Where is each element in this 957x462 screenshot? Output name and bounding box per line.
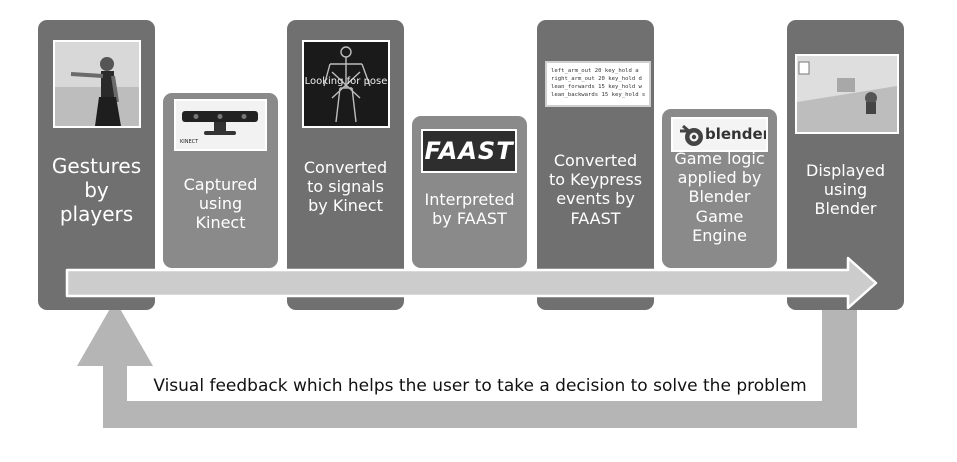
skeleton-icon (323, 46, 371, 123)
step-card-keypress: left_arm_out 20 key_hold a right_arm_out… (537, 20, 654, 310)
kinect-label: KINECT (180, 139, 199, 145)
step-card-converted-signals: Looking for pose Converted to signals by… (287, 20, 404, 310)
faast-logo: FAAST (421, 129, 517, 173)
blender-logo: blender (671, 117, 768, 152)
game-scene-screenshot (795, 54, 899, 134)
step-card-gestures: Gestures by players (38, 20, 155, 310)
game-scene-icon (797, 56, 897, 132)
step-label-captured: Captured using Kinect (183, 175, 258, 233)
step-label-game-logic: Game logic applied by Blender Game Engin… (674, 149, 765, 245)
child-gesture-photo (53, 40, 141, 128)
step-card-displayed: Displayed using Blender (787, 20, 904, 310)
keypress-config-lines: left_arm_out 20 key_hold a right_arm_out… (551, 68, 646, 98)
step-card-game-logic: blender Game logic applied by Blender Ga… (662, 109, 777, 268)
kinect-device-icon (182, 111, 258, 135)
step-label-converted-signals: Converted to signals by Kinect (303, 158, 388, 216)
blender-icon (680, 124, 703, 146)
child-figure-icon (55, 42, 139, 126)
keypress-config-text: left_arm_out 20 key_hold a right_arm_out… (545, 61, 651, 107)
step-label-gestures: Gestures by players (51, 154, 142, 226)
faast-logo-text: FAAST (424, 137, 514, 165)
blender-logo-text: blender (705, 125, 768, 143)
step-label-interpreted: Interpreted by FAAST (424, 190, 515, 229)
kinect-sensor-photo: KINECT (174, 99, 267, 151)
skeleton-tracking-screen: Looking for pose (302, 40, 390, 128)
step-card-interpreted: FAAST Interpreted by FAAST (412, 116, 527, 268)
step-label-keypress: Converted to Keypress events by FAAST (548, 151, 643, 228)
step-card-captured: KINECT Captured using Kinect (163, 93, 278, 268)
feedback-caption: Visual feedback which helps the user to … (153, 376, 807, 396)
pose-status-text: Looking for pose (304, 76, 388, 87)
step-label-displayed: Displayed using Blender (806, 161, 885, 219)
